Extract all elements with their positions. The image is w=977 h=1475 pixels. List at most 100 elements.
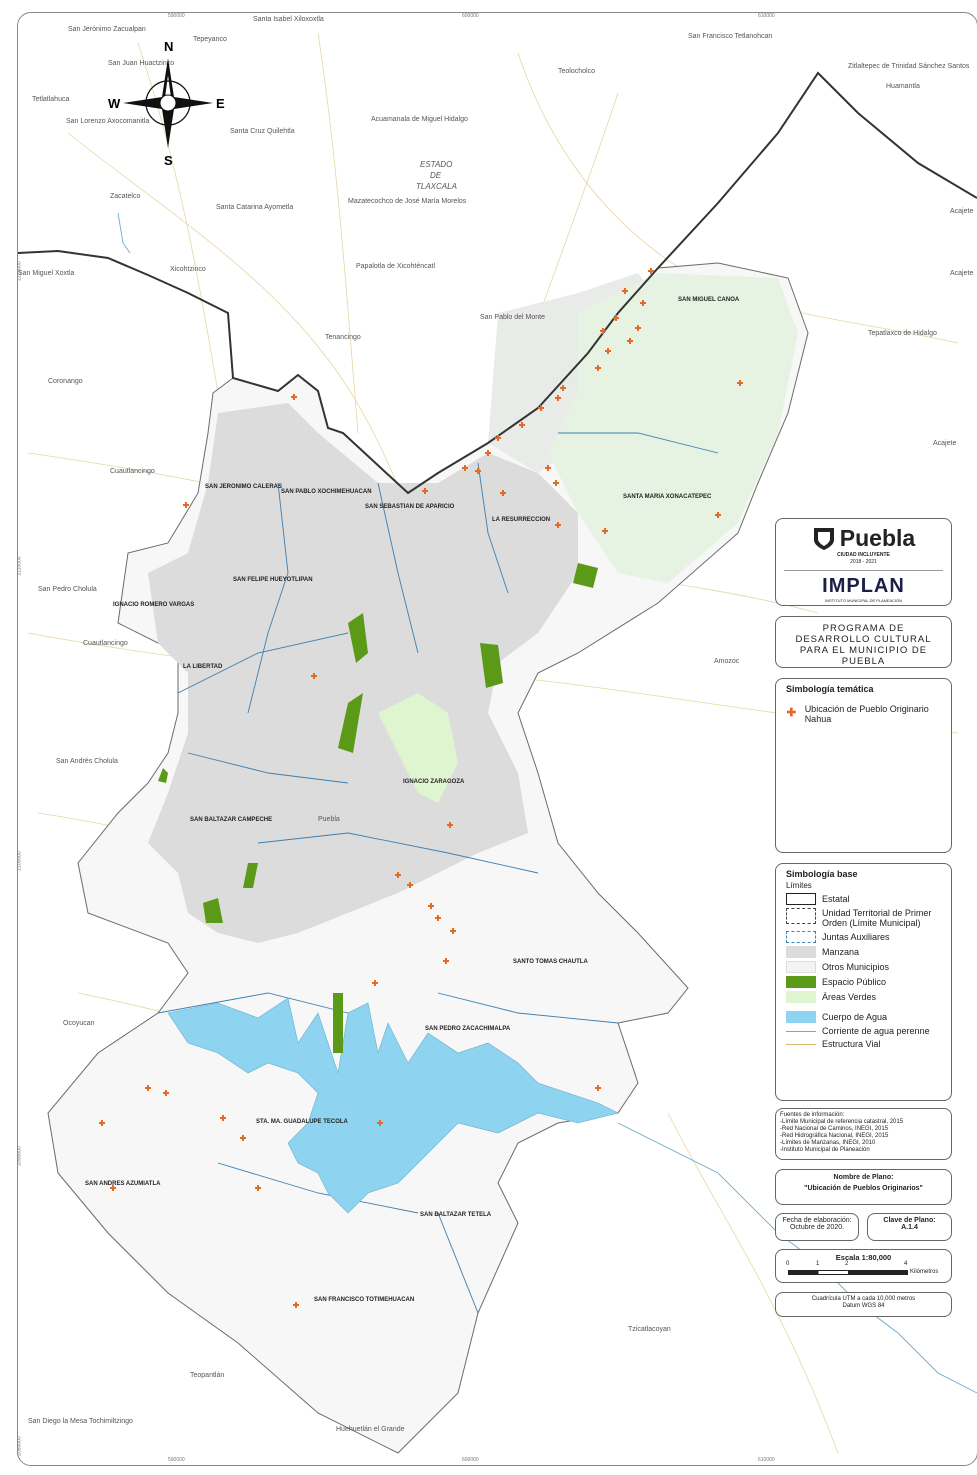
- thematic-legend-title: Simbología temática: [786, 684, 874, 694]
- place-label: San Jerónimo Zacualpan: [68, 26, 146, 33]
- junta-label: LA LIBERTAD: [183, 664, 223, 670]
- legend-other-mun: Otros Municipios: [822, 962, 890, 972]
- junta-label: LA RESURRECCION: [492, 517, 550, 523]
- date-value: Octubre de 2020.: [789, 1224, 845, 1231]
- scale-tick: 4: [904, 1261, 908, 1267]
- nahua-marker-icon: [600, 328, 606, 334]
- nahua-marker-icon: [422, 488, 428, 494]
- base-legend-title: Simbología base: [786, 869, 858, 879]
- nahua-marker-icon: [602, 528, 608, 534]
- water-swatch: [786, 1011, 816, 1023]
- junta-label: STA. MA. GUADALUPE TECOLA: [256, 1119, 349, 1125]
- nahua-marker-icon: [715, 512, 721, 518]
- grid-note-panel: Cuadrícula UTM a cada 10,000 metros Datu…: [775, 1292, 952, 1317]
- limits-label: Límites: [786, 881, 812, 890]
- block-swatch: [786, 946, 816, 958]
- nahua-marker-icon: [648, 268, 654, 274]
- nahua-marker-icon: [220, 1115, 226, 1121]
- public-spaces: [158, 563, 598, 1053]
- public-space-swatch: [786, 976, 816, 988]
- nahua-marker-icon: [495, 435, 501, 441]
- legend-green-areas: Áreas Verdes: [822, 992, 877, 1002]
- logo-panel: Puebla CIUDAD INCLUYENTE 2018 - 2021 IMP…: [775, 518, 952, 606]
- junta-label: IGNACIO ZARAGOZA: [403, 779, 465, 785]
- place-label: Huamantla: [886, 83, 920, 90]
- east-label: E: [216, 96, 225, 111]
- nahua-marker-icon: [560, 385, 566, 391]
- legend-public-space: Espacio Público: [822, 977, 887, 987]
- sources-panel: Fuentes de información: -Límite Municipa…: [775, 1108, 952, 1160]
- source-line: -Instituto Municipal de Planeación: [780, 1147, 870, 1153]
- nahua-marker-icon: [99, 1120, 105, 1126]
- place-label: San Lorenzo Axocomanitla: [66, 118, 149, 125]
- sources-title: Fuentes de información:: [780, 1112, 845, 1118]
- place-label: Cuautlancingo: [83, 640, 128, 647]
- coord-bottom-3: 610000: [758, 1457, 775, 1463]
- state-swatch: [786, 893, 816, 905]
- nahua-marker-icon: [595, 1085, 601, 1091]
- junta-label: SAN BALTAZAR TETELA: [420, 1212, 492, 1218]
- base-legend: Simbología base Límites Estatal Unidad T…: [775, 863, 952, 1101]
- scale-panel: Escala 1:80,000 0 1 2 4 Kilómetros: [775, 1249, 952, 1283]
- nahua-marker-icon: [553, 480, 559, 486]
- place-label: Zitlaltepec de Trinidad Sánchez Santos: [848, 63, 970, 70]
- nahua-marker-icon: [293, 1302, 299, 1308]
- agency-sub: INSTITUTO MUNICIPAL DE PLANEACIÓN: [824, 598, 903, 603]
- brand-tagline: CIUDAD INCLUYENTE: [837, 552, 890, 558]
- place-label: San Francisco Tetlanohcan: [688, 33, 772, 40]
- legend-water: Cuerpo de Agua: [822, 1012, 888, 1022]
- agency-name: IMPLAN: [822, 575, 905, 597]
- nahua-marker-icon: [435, 915, 441, 921]
- nahua-marker-icon: [627, 338, 633, 344]
- scale-tick: 1: [816, 1261, 820, 1267]
- juntas-swatch: [786, 931, 816, 943]
- nahua-marker-icon: [622, 288, 628, 294]
- nahua-marker-icon: [183, 502, 189, 508]
- place-label: Coronango: [48, 378, 83, 385]
- place-label: San Pedro Cholula: [38, 586, 97, 593]
- place-label: San Pablo del Monte: [480, 314, 545, 321]
- place-label: Amozoc: [714, 658, 740, 665]
- coord-left-1: 2120000: [17, 261, 23, 281]
- place-label: Acajete: [933, 440, 956, 447]
- source-line: -Límite Municipal de referencia catastra…: [780, 1119, 904, 1125]
- nahua-marker-icon: [450, 928, 456, 934]
- place-label: Santa Cruz Quilehtla: [230, 128, 295, 135]
- coord-left-2: 2110000: [17, 556, 23, 576]
- place-label: Acajete: [950, 208, 973, 215]
- nahua-marker-icon: [640, 300, 646, 306]
- juntas-borders: [157, 432, 719, 1314]
- nahua-marker-icon: [500, 490, 506, 496]
- nahua-marker-icon: [545, 465, 551, 471]
- other-mun-swatch: [786, 961, 816, 973]
- place-label: Cuautlancingo: [110, 468, 155, 475]
- nahua-marker-icon: [485, 450, 491, 456]
- place-label: Santa Catarina Ayometla: [216, 204, 293, 211]
- nahua-marker-icon: [786, 707, 796, 717]
- nahua-marker-icon: [605, 348, 611, 354]
- nahua-marker-icon: [555, 522, 561, 528]
- nahua-marker-icon: [538, 405, 544, 411]
- nahua-marker-icon: [377, 1120, 383, 1126]
- key-panel: Clave de Plano: A.1.4: [867, 1213, 952, 1241]
- nahua-marker-icon: [475, 468, 481, 474]
- junta-label: SAN SEBASTIAN DE APARICIO: [365, 504, 455, 510]
- junta-label: SAN PEDRO ZACACHIMALPA: [425, 1026, 511, 1032]
- thematic-legend: Simbología temática Ubicación de Pueblo …: [775, 678, 952, 853]
- nahua-marker-icon: [595, 365, 601, 371]
- place-label: San Juan Huactzinco: [108, 60, 174, 67]
- nahua-marker-icon: [255, 1185, 261, 1191]
- junta-label: SAN MIGUEL CANOA: [678, 297, 740, 303]
- plan-name-panel: Nombre de Plano: "Ubicación de Pueblos O…: [775, 1169, 952, 1205]
- nahua-markers: [99, 268, 743, 1308]
- scale-bar: [788, 1270, 908, 1275]
- scale-tick: 0: [786, 1261, 790, 1267]
- legend-municipal: Unidad Territorial de Primer Orden (Lími…: [822, 908, 932, 928]
- nahua-marker-icon: [145, 1085, 151, 1091]
- place-label: Tepeyanco: [193, 36, 227, 43]
- south-label: S: [164, 153, 173, 168]
- place-label: San Andrés Cholula: [56, 758, 118, 765]
- nahua-marker-icon: [372, 980, 378, 986]
- place-label: Acuamanala de Miguel Hidalgo: [371, 116, 468, 123]
